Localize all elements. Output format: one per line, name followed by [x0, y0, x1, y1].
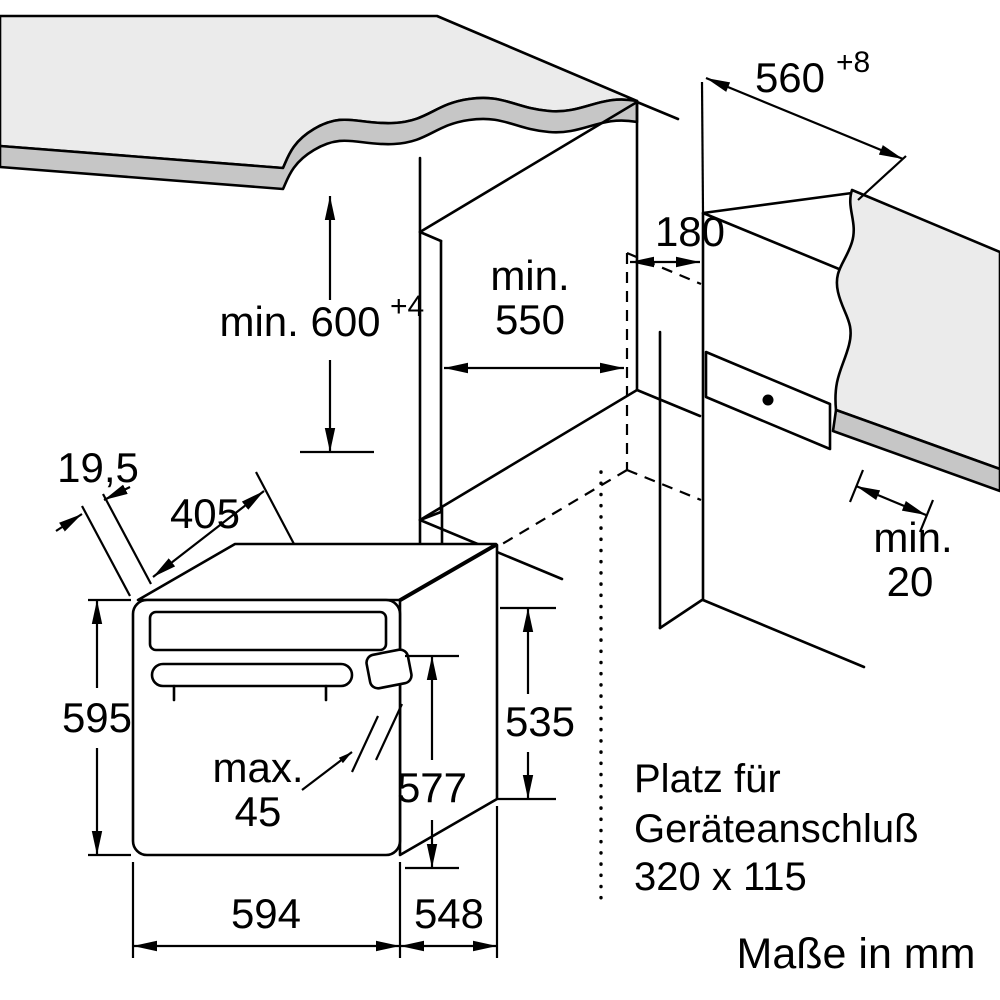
dim-line	[705, 76, 904, 161]
dim-niche-depth: 560 +8	[700, 46, 907, 213]
dim-top-depth: 405	[152, 471, 295, 578]
dim-oven-depth: 548	[400, 806, 499, 958]
dim-rear-gap-value: 20	[887, 558, 934, 605]
dim-niche-width-value: 550	[495, 296, 565, 343]
ext-line	[351, 715, 379, 773]
dim-oven-depth-value: 548	[414, 890, 484, 937]
dim-handle-clearance-value: 45	[235, 788, 282, 835]
countertop-back-edge-line	[701, 191, 854, 215]
oven-drawing	[131, 542, 499, 857]
connection-point-dot	[762, 394, 774, 406]
dim-top-depth-value: 405	[170, 490, 240, 537]
units-note: Maße in mm	[737, 930, 976, 978]
niche-outline-dashed	[454, 251, 702, 573]
dim-niche-width-prefix: min.	[490, 252, 569, 299]
ext-line	[848, 469, 865, 503]
dim-oven-width-value: 594	[231, 890, 301, 937]
panel-bottom-width-edge	[658, 598, 704, 630]
ext-line	[857, 155, 907, 201]
connection-note-line1: Platz für	[634, 757, 781, 801]
dim-rear-gap-prefix: min.	[873, 514, 952, 561]
dashed-bottom-depth	[626, 468, 702, 502]
dim-arrow	[103, 484, 131, 501]
niche-top-depth-stub	[635, 100, 680, 121]
niche-ceiling-depth-line	[418, 230, 443, 243]
dim-niche-height: min. 600 +4	[219, 196, 424, 454]
dim-niche-height-value: min. 600	[219, 298, 380, 345]
dashed-floor-back-edge	[454, 469, 628, 573]
dim-connection-offset-value: 180	[655, 208, 725, 255]
dim-oven-height-value: 595	[62, 694, 132, 741]
connection-note-line2: Geräteanschluß	[634, 807, 919, 851]
ext-line	[81, 505, 131, 597]
niche-top-edge	[418, 100, 639, 234]
right-countertop-edge-band	[831, 408, 1000, 493]
dim-niche-depth-tolerance: +8	[836, 46, 870, 79]
dim-niche-depth-value: 560	[755, 54, 825, 101]
dim-niche-width: min. 550	[444, 252, 624, 374]
left-countertop	[0, 14, 639, 191]
connection-area-hatch	[704, 350, 832, 451]
dim-rear-gap: min. 20	[848, 469, 953, 605]
niche-to-panel-line	[635, 388, 702, 418]
dim-niche-height-tolerance: +4	[390, 290, 424, 323]
oven-top-display	[365, 648, 413, 690]
dim-handle-clearance-prefix: max.	[212, 744, 303, 791]
connection-note-line3: 320 x 115	[634, 855, 807, 899]
dim-handle-clearance: max. 45	[212, 703, 403, 835]
ext-line	[700, 81, 705, 213]
ext-line	[255, 471, 295, 545]
panel-bottom-depth-edge	[701, 598, 866, 669]
leader-arrow	[301, 751, 353, 791]
right-countertop-surface	[834, 188, 1000, 471]
dim-front-overhang-value: 19,5	[57, 444, 139, 491]
ext-line	[918, 499, 935, 533]
niche-bottom-edge	[418, 388, 639, 522]
ext-line	[375, 703, 403, 761]
dim-oven-height: 595	[62, 598, 132, 857]
dim-oven-width: 594	[131, 862, 402, 958]
dim-door-height-value: 577	[397, 764, 467, 811]
dim-rear-height: 535	[497, 606, 575, 801]
oven-door-handle	[150, 662, 354, 688]
dim-line	[855, 484, 927, 517]
dim-arrow	[55, 513, 83, 532]
panel-top-depth-edge	[701, 211, 858, 278]
dim-front-overhang: 19,5	[55, 444, 152, 597]
niche-floor-depth-stub	[418, 510, 443, 522]
dim-rear-height-value: 535	[505, 698, 575, 745]
connection-note: Platz für Geräteanschluß 320 x 115	[634, 757, 919, 899]
ext-line	[102, 493, 152, 585]
right-countertop	[831, 188, 1000, 493]
dim-line	[152, 490, 265, 578]
right-cabinet	[658, 191, 866, 669]
oven-control-panel	[148, 610, 388, 652]
dim-connection-offset: 180	[630, 208, 725, 268]
dim-door-height: 577	[397, 654, 467, 870]
dashed-top-depth	[626, 251, 702, 286]
